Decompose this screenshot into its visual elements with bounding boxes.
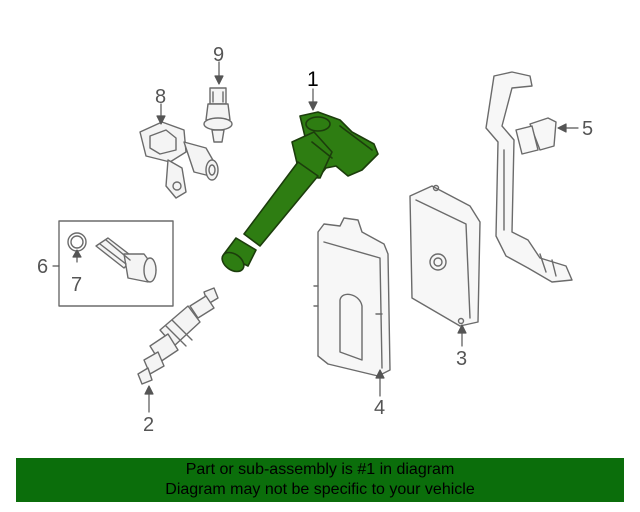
callout-3: 3 — [456, 348, 467, 370]
parts-diagram: 1 2 3 4 5 6 7 8 9 — [37, 44, 593, 436]
callout-2: 2 — [143, 414, 154, 436]
part-9-position-sensor[interactable] — [203, 87, 233, 143]
part-4-ecu-cover[interactable] — [313, 217, 391, 377]
callout-4: 4 — [374, 397, 385, 419]
callout-7: 7 — [71, 274, 82, 296]
part-5-harness-bracket[interactable] — [485, 71, 573, 283]
leader-lines — [52, 61, 579, 413]
part-3-ecu-module[interactable] — [409, 184, 481, 327]
callout-8: 8 — [155, 86, 166, 108]
part-6-knock-sensor[interactable] — [95, 237, 157, 283]
callout-6: 6 — [37, 256, 48, 278]
info-banner: Part or sub-assembly is #1 in diagram Di… — [16, 458, 624, 502]
banner-line-1: Part or sub-assembly is #1 in diagram — [185, 461, 455, 478]
part-8-sensor-bracket[interactable] — [139, 121, 219, 199]
banner-line-2: Diagram may not be specific to your vehi… — [165, 481, 475, 498]
part-2-spark-plug[interactable] — [137, 287, 219, 385]
callout-5: 5 — [582, 118, 593, 140]
callout-1: 1 — [307, 68, 319, 91]
callout-9: 9 — [213, 44, 224, 66]
part-1-ignition-coil[interactable] — [219, 111, 379, 275]
part-6-group-box[interactable] — [58, 220, 174, 307]
part-7-o-ring[interactable] — [67, 232, 87, 252]
